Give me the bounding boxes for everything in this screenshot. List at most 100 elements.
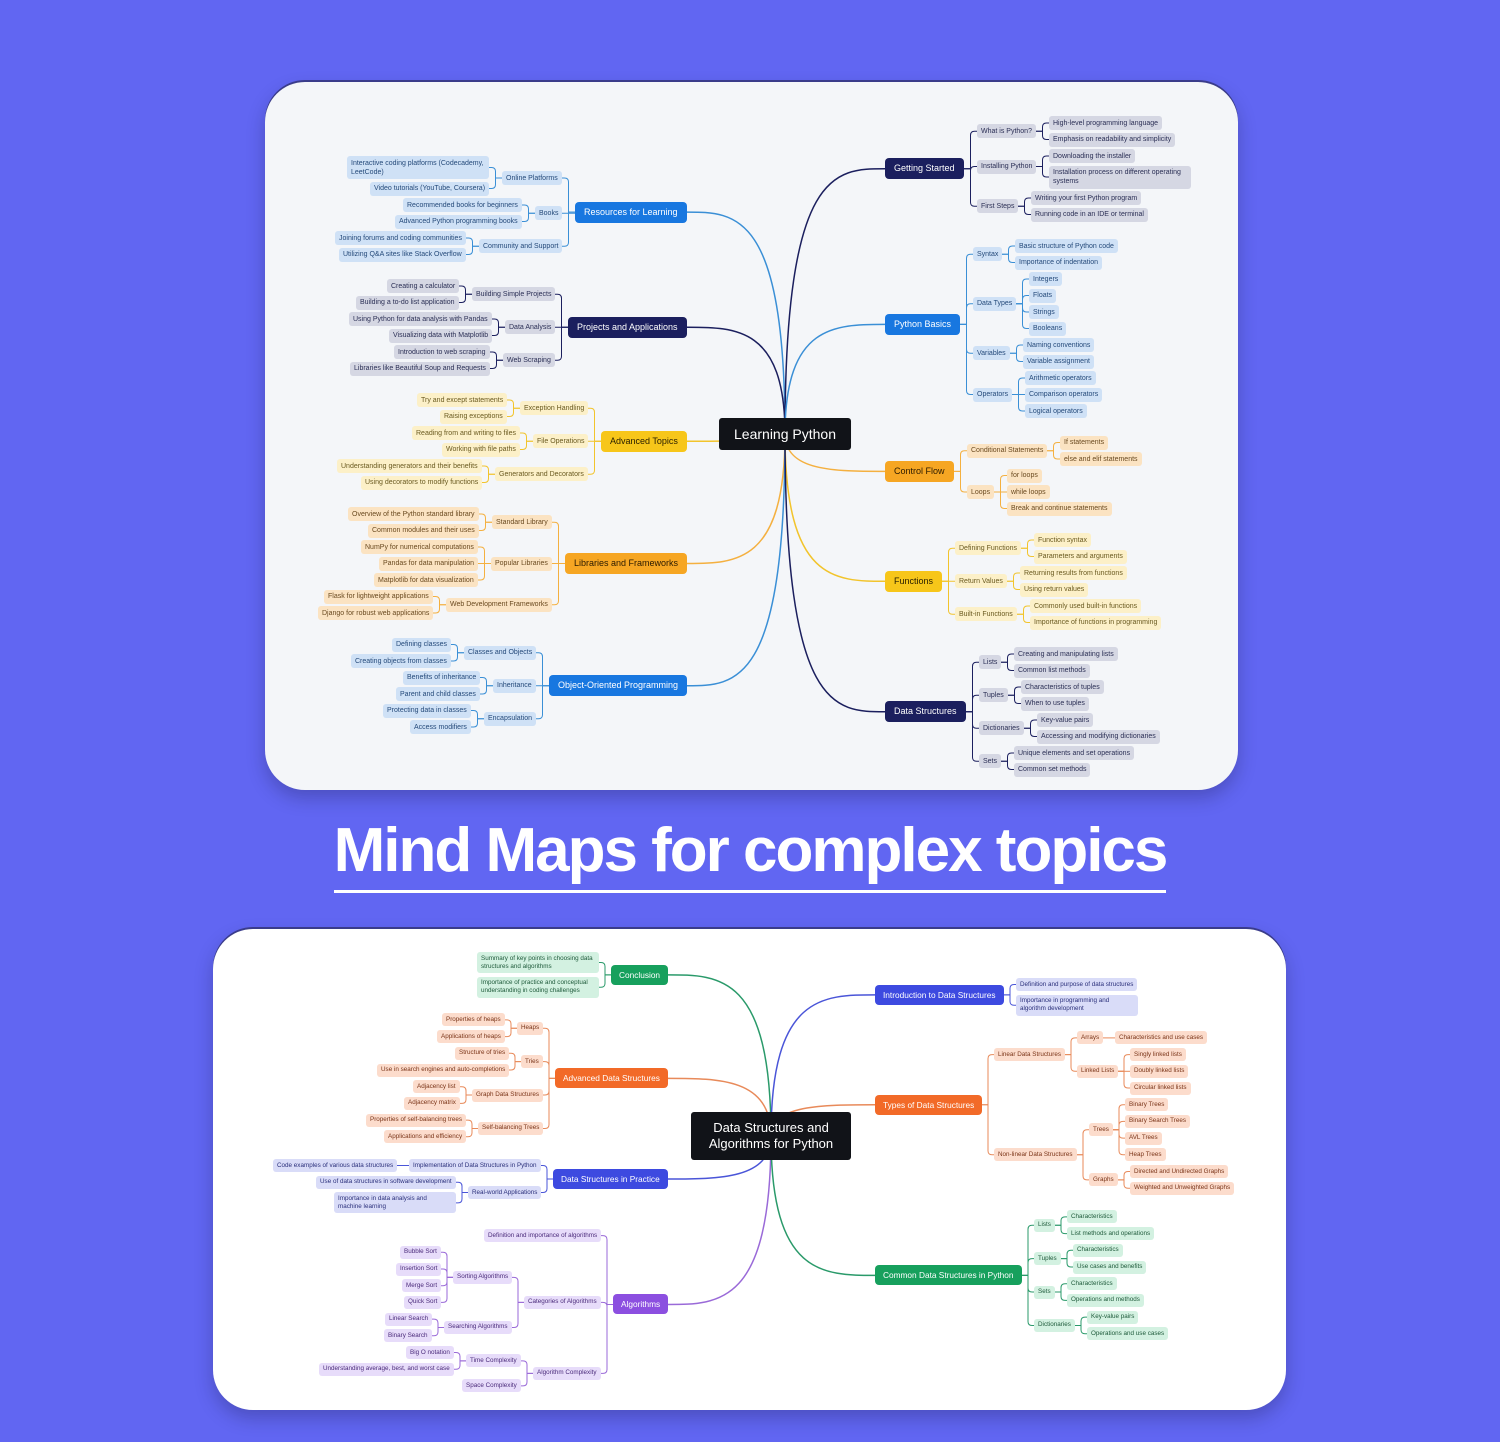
leaf-node[interactable]: Characteristics [1073, 1243, 1123, 1257]
leaf-node[interactable]: Commonly used built-in functions [1030, 599, 1142, 613]
leaf-node[interactable]: Django for robust web applications [318, 606, 434, 620]
leaf-node[interactable]: Using decorators to modify functions [361, 475, 483, 490]
leaf-node[interactable]: Big O notation [406, 1346, 454, 1359]
branch-node[interactable]: Advanced Data Structures [555, 1068, 668, 1089]
topic-node[interactable]: Arrays [1077, 1031, 1104, 1045]
leaf-node[interactable]: Using return values [1020, 582, 1089, 597]
topic-node[interactable]: Web Scraping [503, 353, 555, 368]
topic-node[interactable]: Sets [979, 754, 1002, 769]
leaf-node[interactable]: Doubly linked lists [1130, 1064, 1189, 1078]
leaf-node[interactable]: Building a to-do list application [356, 295, 459, 310]
leaf-node[interactable]: Arithmetic operators [1025, 371, 1096, 385]
leaf-node[interactable]: Benefits of inheritance [403, 670, 481, 685]
leaf-node[interactable]: Overview of the Python standard library [348, 507, 479, 521]
leaf-node[interactable]: Characteristics and use cases [1115, 1031, 1207, 1045]
leaf-node[interactable]: else and elif statements [1060, 452, 1142, 466]
topic-node[interactable]: Exception Handling [520, 401, 589, 416]
leaf-node[interactable]: Reading from and writing to files [412, 426, 520, 440]
topic-node[interactable]: Implementation of Data Structures in Pyt… [409, 1159, 541, 1172]
leaf-node[interactable]: Installation process on different operat… [1049, 165, 1191, 189]
topic-node[interactable]: Variables [973, 346, 1010, 361]
topic-node[interactable]: Searching Algorithms [444, 1320, 512, 1334]
topic-node[interactable]: Defining Functions [955, 541, 1021, 556]
leaf-node[interactable]: Video tutorials (YouTube, Coursera) [370, 181, 490, 196]
branch-node[interactable]: Data Structures [885, 701, 966, 723]
topic-node[interactable]: Generators and Decorators [495, 467, 588, 482]
topic-node[interactable]: Graph Data Structures [472, 1088, 543, 1102]
leaf-node[interactable]: Understanding average, best, and worst c… [319, 1362, 454, 1376]
leaf-node[interactable]: Heap Trees [1125, 1148, 1166, 1162]
leaf-node[interactable]: Importance in data analysis and machine … [334, 1192, 456, 1214]
leaf-node[interactable]: Bubble Sort [400, 1245, 441, 1259]
topic-node[interactable]: Return Values [955, 574, 1007, 589]
leaf-node[interactable]: Linear Search [385, 1312, 433, 1326]
leaf-node[interactable]: Downloading the installer [1049, 149, 1136, 163]
leaf-node[interactable]: Use in search engines and auto-completio… [377, 1063, 510, 1077]
branch-node[interactable]: Advanced Topics [601, 430, 687, 452]
leaf-node[interactable]: Applications of heaps [437, 1030, 505, 1044]
leaf-node[interactable]: Operations and methods [1067, 1293, 1144, 1307]
topic-node[interactable]: Standard Library [492, 515, 552, 530]
leaf-node[interactable]: Comparison operators [1025, 387, 1103, 402]
leaf-node[interactable]: Unique elements and set operations [1014, 746, 1135, 760]
branch-node[interactable]: Control Flow [885, 460, 954, 482]
branch-node[interactable]: Resources for Learning [575, 201, 687, 223]
branch-node[interactable]: Functions [885, 570, 943, 592]
topic-node[interactable]: Community and Support [479, 239, 563, 254]
branch-node[interactable]: Getting Started [885, 158, 964, 180]
topic-node[interactable]: First Steps [977, 199, 1019, 214]
leaf-node[interactable]: Parent and child classes [396, 687, 480, 701]
leaf-node[interactable]: Applications and efficiency [384, 1130, 467, 1144]
branch-node[interactable]: Data Structures in Practice [553, 1169, 668, 1190]
branch-node[interactable]: Types of Data Structures [875, 1094, 983, 1115]
leaf-node[interactable]: Importance of indentation [1015, 255, 1102, 270]
leaf-node[interactable]: Defining classes [392, 637, 451, 652]
leaf-node[interactable]: Singly linked lists [1130, 1048, 1186, 1062]
leaf-node[interactable]: Properties of heaps [442, 1013, 505, 1027]
topic-node[interactable]: Data Analysis [505, 320, 556, 335]
branch-node[interactable]: Python Basics [885, 313, 961, 335]
branch-node[interactable]: Object-Oriented Programming [549, 675, 688, 697]
leaf-node[interactable]: Working with file paths [442, 442, 520, 457]
leaf-node[interactable]: Writing your first Python program [1031, 191, 1142, 205]
branch-node[interactable]: Projects and Applications [568, 316, 687, 338]
leaf-node[interactable]: Use of data structures in software devel… [316, 1175, 456, 1189]
topic-node[interactable]: Time Complexity [466, 1354, 521, 1368]
leaf-node[interactable]: Function syntax [1034, 533, 1092, 547]
leaf-node[interactable]: NumPy for numerical computations [361, 540, 478, 554]
leaf-node[interactable]: Recommended books for beginners [403, 198, 522, 212]
topic-node[interactable]: File Operations [533, 434, 589, 449]
branch-node[interactable]: Common Data Structures in Python [875, 1265, 1022, 1286]
leaf-node[interactable]: Characteristics [1067, 1277, 1117, 1291]
leaf-node[interactable]: Running code in an IDE or terminal [1031, 207, 1148, 222]
topic-node[interactable]: Web Development Frameworks [446, 597, 552, 612]
leaf-node[interactable]: Creating objects from classes [351, 654, 451, 668]
leaf-node[interactable]: Insertion Sort [396, 1262, 442, 1276]
leaf-node[interactable]: Importance of functions in programming [1030, 615, 1162, 630]
leaf-node[interactable]: while loops [1007, 485, 1050, 499]
leaf-node[interactable]: Circular linked lists [1130, 1081, 1191, 1095]
topic-node[interactable]: Lists [979, 655, 1002, 670]
leaf-node[interactable]: Properties of self-balancing trees [366, 1113, 467, 1127]
topic-node[interactable]: Classes and Objects [464, 645, 537, 660]
leaf-node[interactable]: Accessing and modifying dictionaries [1037, 729, 1160, 744]
topic-node[interactable]: Encapsulation [484, 711, 536, 726]
leaf-node[interactable]: Binary Trees [1125, 1098, 1169, 1112]
leaf-node[interactable]: If statements [1060, 435, 1109, 450]
leaf-node[interactable]: Weighted and Unweighted Graphs [1130, 1181, 1235, 1195]
topic-node[interactable]: Popular Libraries [491, 556, 552, 571]
root-node[interactable]: Data Structures and Algorithms for Pytho… [691, 1112, 851, 1160]
leaf-node[interactable]: Characteristics of tuples [1021, 680, 1104, 694]
leaf-node[interactable]: Returning results from functions [1020, 566, 1127, 580]
topic-node[interactable]: Tuples [979, 688, 1008, 703]
leaf-node[interactable]: Parameters and arguments [1034, 549, 1127, 564]
leaf-node[interactable]: Try and except statements [417, 393, 508, 407]
leaf-node[interactable]: Emphasis on readability and simplicity [1049, 132, 1176, 147]
leaf-node[interactable]: Flask for lightweight applications [324, 589, 433, 604]
leaf-node[interactable]: High-level programming language [1049, 116, 1163, 130]
leaf-node[interactable]: Space Complexity [462, 1379, 521, 1393]
leaf-node[interactable]: When to use tuples [1021, 696, 1089, 711]
leaf-node[interactable]: Understanding generators and their benef… [337, 459, 482, 473]
leaf-node[interactable]: List methods and operations [1067, 1227, 1155, 1241]
leaf-node[interactable]: Structure of tries [455, 1046, 510, 1060]
